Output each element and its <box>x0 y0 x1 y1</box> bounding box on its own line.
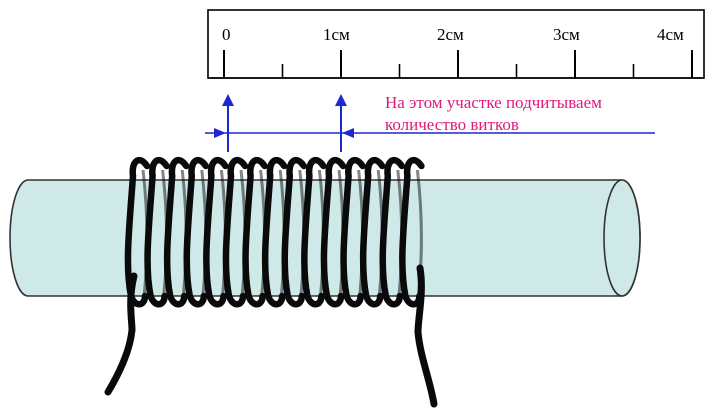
left-lead-wire <box>104 272 138 396</box>
coil-turn <box>144 156 170 308</box>
coil-turn <box>203 156 229 308</box>
coil-turn <box>379 156 406 308</box>
coil-turn <box>301 156 327 308</box>
annotation-line-2: количество витков <box>385 115 519 134</box>
zero-arrow-head <box>222 94 234 106</box>
coil-turn <box>242 156 268 308</box>
coil-turn <box>281 156 308 308</box>
coil-turn <box>222 156 249 308</box>
coil-turn <box>183 156 210 308</box>
coil-turn <box>261 156 288 308</box>
coil-turn <box>340 156 366 308</box>
lead-wires <box>104 264 438 408</box>
coil-turn <box>163 156 190 308</box>
coil-turn <box>359 156 386 308</box>
ruler-body <box>207 9 705 79</box>
ruler-label-4: 4см <box>657 25 684 44</box>
ruler-label-0: 0 <box>222 25 231 44</box>
one-cm-arrow-head <box>335 94 347 106</box>
ruler-label-2: 2см <box>437 25 464 44</box>
measurement-markers <box>205 94 655 152</box>
coil-turns <box>124 156 425 308</box>
ruler-labels: 0 1см 2см 3см 4см <box>222 25 684 44</box>
ruler-ticks <box>223 50 693 78</box>
coil-turn <box>124 156 151 308</box>
rod-end-cap <box>603 179 641 297</box>
annotation-line-1: На этом участке подчитываем <box>385 93 602 112</box>
ruler: 0 1см 2см 3см 4см <box>207 9 705 79</box>
ruler-label-1: 1см <box>323 25 350 44</box>
coil-turn <box>399 156 425 308</box>
coil-turn <box>320 156 347 308</box>
annotation: На этом участке подчитываем количество в… <box>385 93 602 134</box>
left-interval-arrowhead <box>214 128 226 138</box>
right-lead-wire <box>414 264 438 408</box>
right-interval-arrowhead <box>342 128 354 138</box>
ruler-label-3: 3см <box>553 25 580 44</box>
